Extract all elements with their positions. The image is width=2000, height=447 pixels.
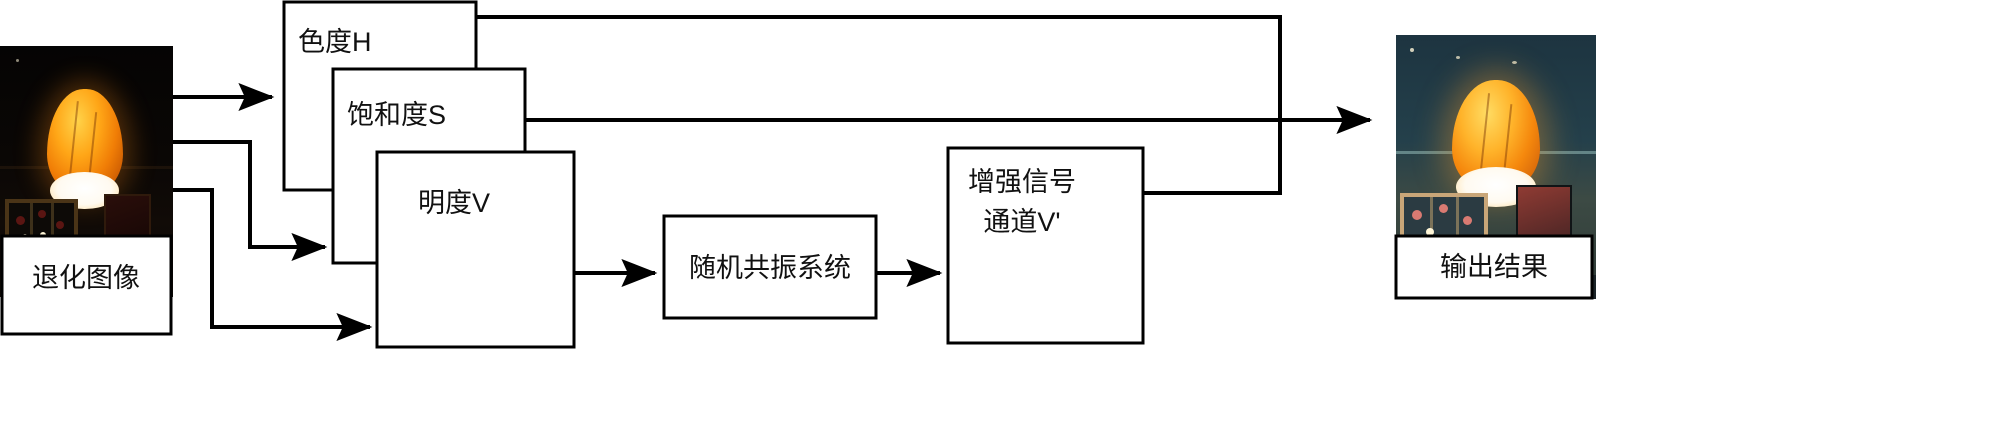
- ceiling-spark: [1456, 56, 1460, 60]
- edge-enhanced-v-to-output: [1143, 120, 1282, 195]
- node-value-label: 明度V: [418, 188, 490, 218]
- blossom-dot: [1412, 209, 1422, 220]
- node-enhanced-v-box[interactable]: [946, 146, 1145, 345]
- node-sr-system-label: 随机共振系统: [689, 253, 851, 283]
- node-value-box[interactable]: [375, 150, 576, 349]
- node-sr-system-box[interactable]: [662, 214, 878, 320]
- output-caption-label: 输出结果: [1440, 252, 1548, 282]
- blossom-dot: [1439, 203, 1449, 213]
- node-enhanced-v-label-line1: 增强信号: [968, 167, 1076, 197]
- input-caption-label: 退化图像: [32, 263, 140, 293]
- node-saturation-label: 饱和度S: [347, 100, 446, 130]
- blossom-dot: [15, 215, 25, 225]
- input-caption-box[interactable]: [0, 234, 173, 336]
- edge-hue-to-output: [476, 15, 1373, 134]
- edge-input-to-saturation: [173, 140, 328, 261]
- output-caption-box[interactable]: [1394, 234, 1594, 300]
- ceiling-spark: [1512, 61, 1517, 65]
- node-hue-label: 色度H: [298, 27, 372, 57]
- edge-input-to-value: [173, 188, 373, 341]
- ceiling-spark: [15, 58, 19, 62]
- blossom-dot: [37, 210, 46, 219]
- node-enhanced-v-label-line2: 通道V': [983, 207, 1060, 237]
- blossom-dot: [55, 221, 64, 230]
- blossom-dot: [1463, 215, 1473, 225]
- ceiling-spark: [1410, 48, 1414, 53]
- frame-highlight: [1426, 227, 1435, 236]
